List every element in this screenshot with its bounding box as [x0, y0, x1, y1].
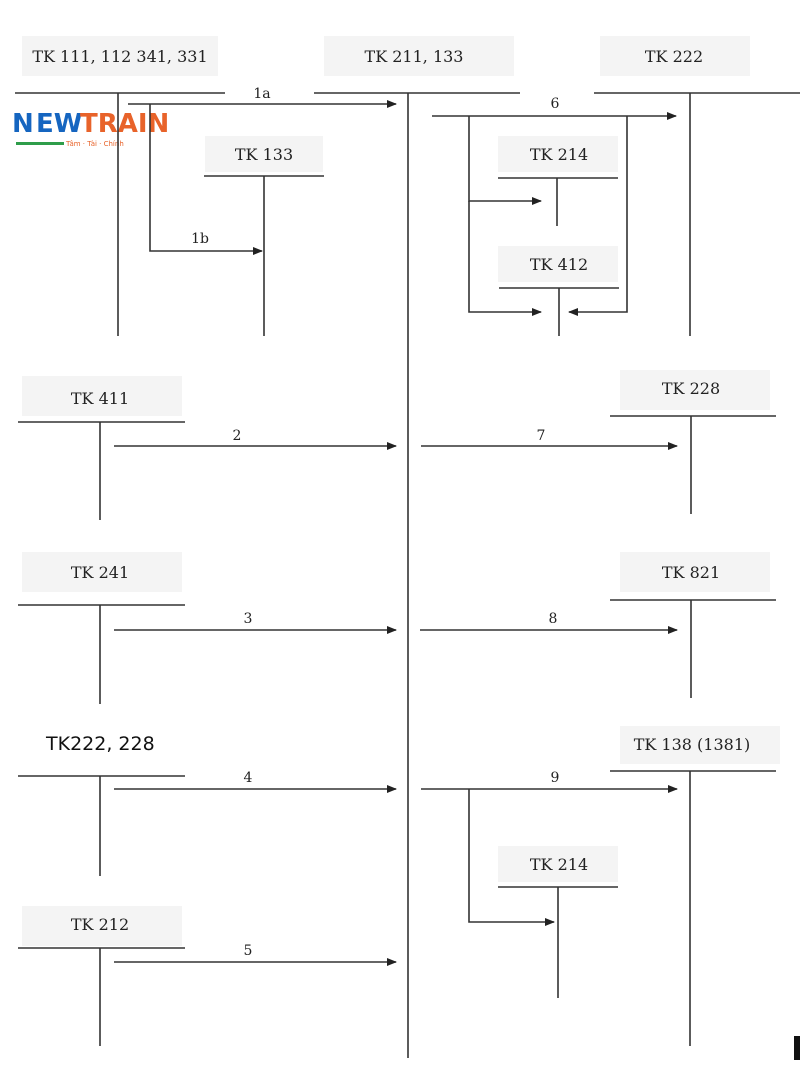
label-tk-821: TK 821 — [662, 563, 720, 582]
header-bg — [22, 36, 218, 76]
label-tk-212: TK 212 — [71, 915, 129, 934]
step-label-1b: 1b — [191, 231, 209, 247]
step-label-6: 6 — [551, 96, 560, 112]
logo-tagline: Tâm · Tài · Chính — [65, 140, 124, 148]
header-bg — [22, 376, 182, 416]
label-tk-412: TK 412 — [530, 255, 588, 274]
account-labels: TK 111, 112 341, 331 TK 211, 133 TK 222 … — [32, 47, 750, 934]
t-accounts — [15, 92, 800, 1058]
header-bg — [498, 136, 618, 172]
step-label-7: 7 — [537, 428, 546, 444]
header-bg — [22, 552, 182, 592]
logo-word-train: TRAIN — [80, 109, 169, 139]
header-bg — [620, 552, 770, 592]
arrow-6-to-tk412-right — [568, 116, 628, 316]
label-tk-211-133: TK 211, 133 — [365, 47, 464, 66]
label-tk-138-1381: TK 138 (1381) — [634, 735, 751, 754]
arrow-9-to-tk214 — [468, 789, 555, 926]
step-label-2: 2 — [233, 428, 242, 444]
step-label-5: 5 — [244, 943, 253, 959]
logo-underline — [16, 142, 64, 145]
step-label-9: 9 — [551, 770, 560, 786]
header-bg — [620, 370, 770, 410]
label-tk-411: TK 411 — [71, 389, 129, 408]
label-tk-222-228: TK222, 228 — [45, 733, 155, 755]
header-bg — [324, 36, 514, 76]
flow-arrows — [114, 100, 678, 966]
step-label-4: 4 — [244, 770, 253, 786]
header-bg — [600, 36, 750, 76]
header-bg — [205, 136, 323, 172]
step-label-3: 3 — [244, 611, 253, 627]
label-tk-133: TK 133 — [235, 145, 293, 164]
step-label-1a: 1a — [253, 86, 270, 102]
logo-letter-n: N — [12, 109, 34, 139]
label-tk-228: TK 228 — [662, 379, 720, 398]
cropped-text-fragment — [794, 1036, 800, 1060]
logo-word-ew: EW — [36, 109, 82, 139]
header-bg — [498, 846, 618, 882]
label-tk-241: TK 241 — [71, 563, 129, 582]
step-labels: 1a 1b 6 2 7 3 8 4 9 5 — [191, 86, 559, 959]
arrow-1b — [149, 104, 263, 255]
header-bg — [498, 246, 618, 282]
header-bg — [620, 726, 780, 764]
arrow-6-to-tk412-left — [468, 201, 542, 316]
newtrain-logo: N EW TRAIN Tâm · Tài · Chính — [12, 109, 169, 148]
header-bg — [22, 906, 182, 946]
label-tk-222: TK 222 — [645, 47, 703, 66]
header-backgrounds — [22, 36, 780, 946]
step-label-8: 8 — [549, 611, 558, 627]
label-tk-214: TK 214 — [530, 145, 588, 164]
label-tk-111-112-341-331: TK 111, 112 341, 331 — [32, 47, 207, 66]
label-tk-214-bottom: TK 214 — [530, 855, 588, 874]
